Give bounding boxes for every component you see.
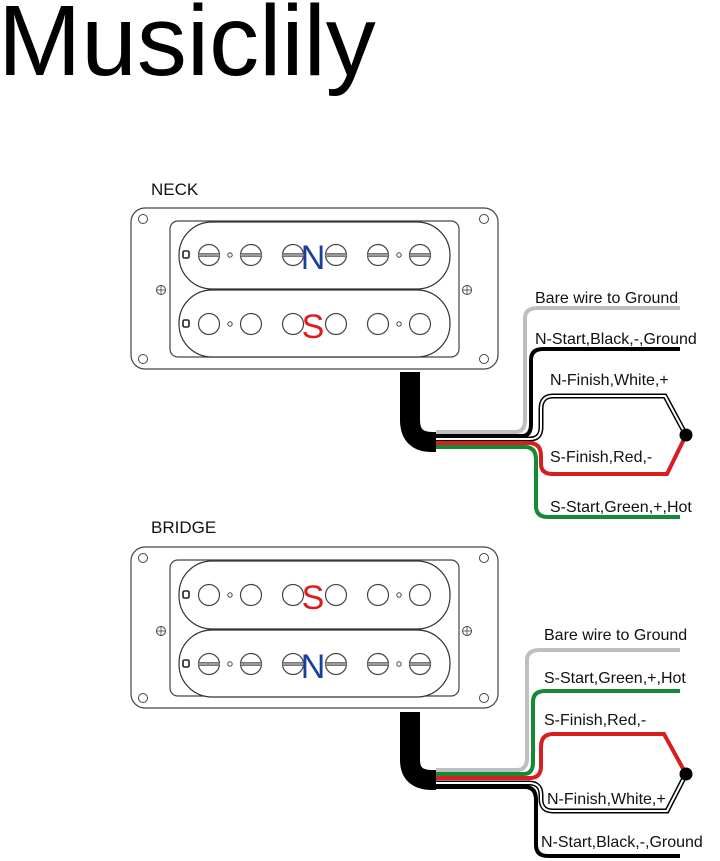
south-coil xyxy=(178,560,451,630)
corner-hole xyxy=(479,354,489,364)
bridge-pickup: S N xyxy=(130,546,499,709)
corner-hole xyxy=(479,214,489,224)
north-pole-label: N xyxy=(301,648,326,686)
wire-label: S-Start,Green,+,Hot xyxy=(550,499,692,516)
wire-label: S-Finish,Red,- xyxy=(550,449,652,466)
mount-screw-icon xyxy=(156,626,166,636)
wire-label: Bare wire to Ground xyxy=(535,290,678,307)
wire-label: Bare wire to Ground xyxy=(544,627,687,644)
wire-label: N-Finish,White,+ xyxy=(547,791,666,808)
mount-screw-icon xyxy=(462,285,472,295)
north-coil xyxy=(178,221,451,290)
corner-hole xyxy=(138,693,148,703)
wire-bare xyxy=(436,648,680,772)
wire-label: S-Finish,Red,- xyxy=(544,712,646,729)
bridge-wiring: Bare wire to Ground S-Start,Green,+,Hot … xyxy=(400,627,703,858)
neck-pickup: N S xyxy=(130,207,499,370)
mount-screw-icon xyxy=(156,285,166,295)
wire-red xyxy=(436,434,688,476)
wire-bare xyxy=(436,306,680,434)
solder-junction xyxy=(679,767,693,781)
neck-wiring: Bare wire to Ground N-Start,Black,-,Grou… xyxy=(400,290,697,519)
wire-black xyxy=(436,785,680,858)
south-pole-label: S xyxy=(302,308,325,346)
neck-label: NECK xyxy=(151,180,199,199)
cable-sheath xyxy=(400,372,436,452)
mount-screw-icon xyxy=(462,626,472,636)
wire-green xyxy=(436,689,680,776)
corner-hole xyxy=(479,553,489,563)
bridge-label: BRIDGE xyxy=(151,518,217,537)
brand-logo: Musiclily xyxy=(0,0,376,97)
wire-red xyxy=(436,732,688,780)
wire-black xyxy=(436,347,680,438)
wire-label: S-Start,Green,+,Hot xyxy=(544,670,686,687)
solder-junction xyxy=(679,428,693,442)
corner-hole xyxy=(479,693,489,703)
south-pole-label: S xyxy=(302,579,325,617)
north-coil xyxy=(178,629,451,698)
cable-sheath xyxy=(400,712,436,790)
corner-hole xyxy=(138,354,148,364)
corner-hole xyxy=(138,214,148,224)
wire-label: N-Start,Black,-,Ground xyxy=(541,834,703,851)
corner-hole xyxy=(138,553,148,563)
north-pole-label: N xyxy=(301,239,326,277)
wire-label: N-Finish,White,+ xyxy=(550,372,669,389)
wire-green xyxy=(436,445,680,519)
south-coil xyxy=(178,289,451,358)
wire-label: N-Start,Black,-,Ground xyxy=(535,331,697,348)
